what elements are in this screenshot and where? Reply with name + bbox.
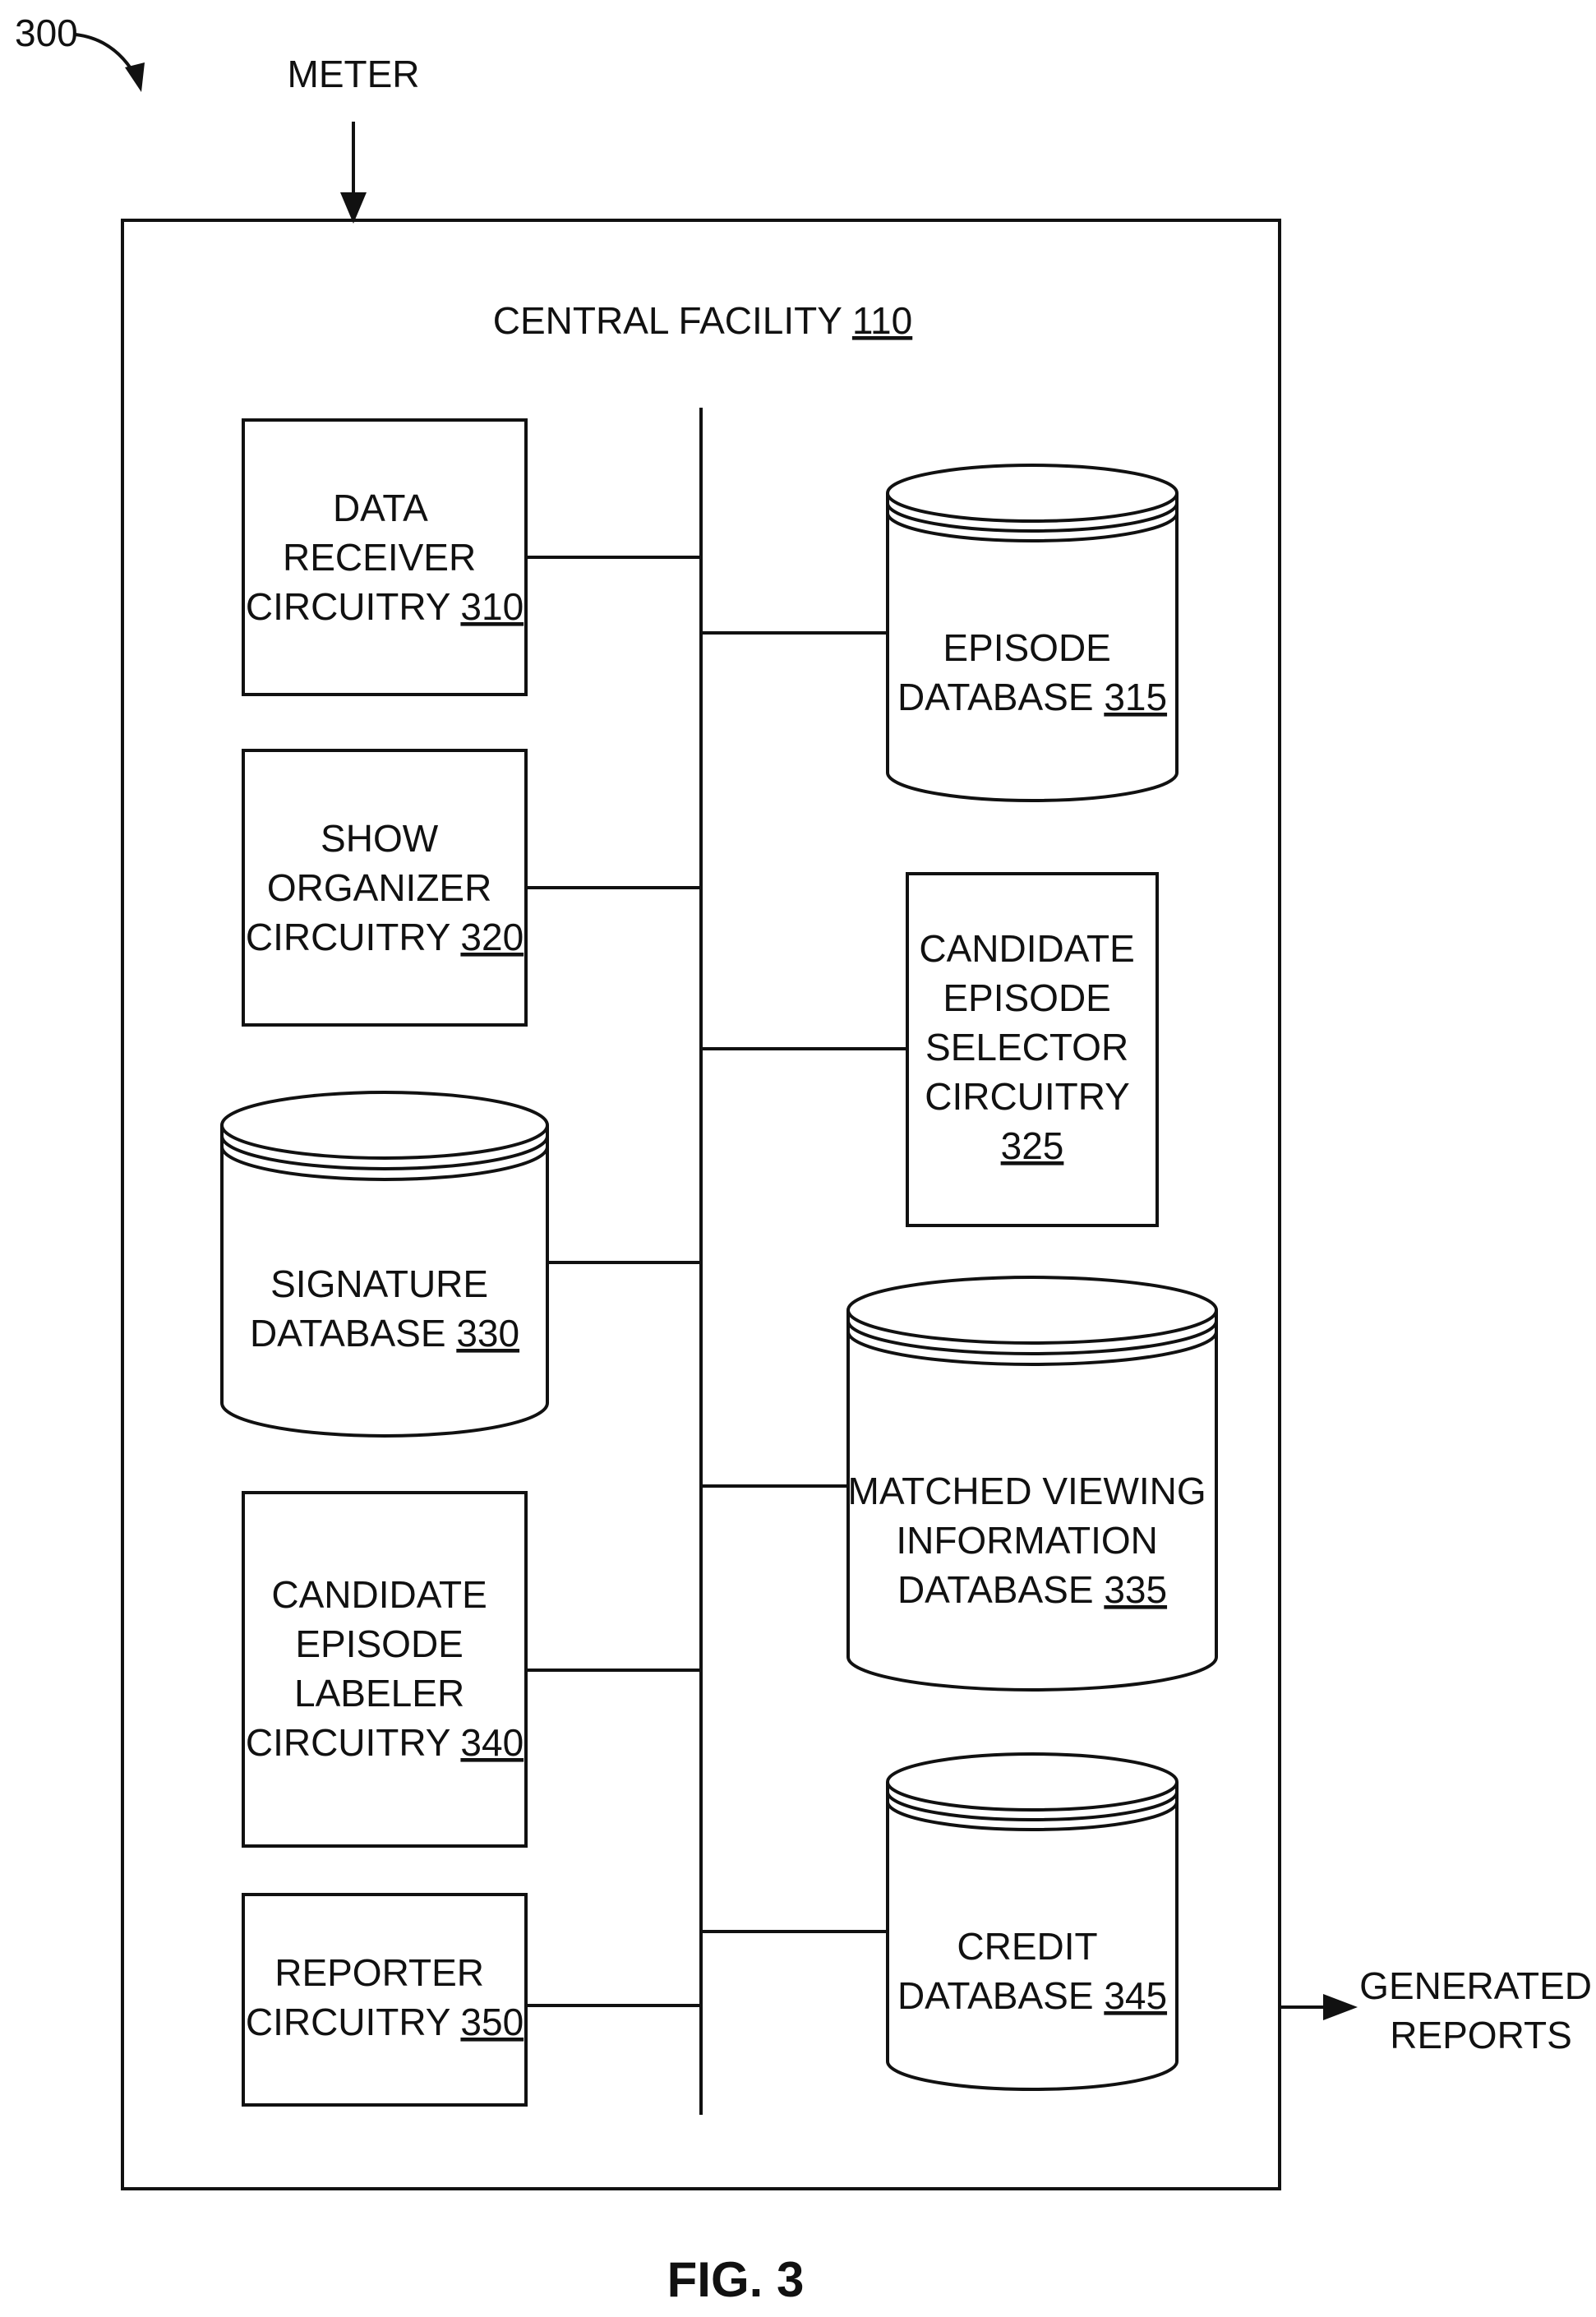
matched-viewing-database-label: MATCHED VIEWING INFORMATION DATABASE 335 [848, 1470, 1217, 1611]
candidate-labeler-box [243, 1493, 526, 1846]
central-facility-title: CENTRAL FACILITY 110 [493, 299, 912, 342]
show-organizer-label: SHOW ORGANIZER CIRCUITRY 320 [246, 817, 524, 958]
credit-database-ref: 345 [1104, 1974, 1167, 2017]
ref-arrow-curve [76, 35, 138, 81]
candidate-labeler-ref: 340 [460, 1721, 524, 1764]
episode-database-label: EPISODE DATABASE 315 [897, 626, 1167, 718]
candidate-labeler-label: CANDIDATE EPISODE LABELER CIRCUITRY 340 [246, 1573, 524, 1764]
reporter-box [243, 1895, 526, 2105]
output-arrow-head [1323, 1994, 1358, 2020]
episode-database-ref: 315 [1104, 676, 1167, 718]
figure-label: FIG. 3 [667, 2252, 805, 2307]
show-organizer-ref: 320 [460, 916, 524, 958]
credit-database-label: CREDIT DATABASE 345 [897, 1925, 1167, 2017]
signature-database-label: SIGNATURE DATABASE 330 [250, 1262, 519, 1355]
data-receiver-ref: 310 [460, 585, 524, 628]
ref-arrow-head [125, 62, 145, 92]
reporter-ref: 350 [460, 2001, 524, 2043]
meter-label: METER [288, 53, 420, 95]
data-receiver-label: DATA RECEIVER CIRCUITRY 310 [246, 487, 524, 628]
matched-viewing-database-ref: 335 [1104, 1568, 1167, 1611]
generated-reports-label: GENERATED REPORTS [1359, 1964, 1596, 2056]
credit-database-cylinder [888, 1754, 1177, 2089]
central-facility-ref: 110 [852, 299, 912, 342]
signature-database-ref: 330 [456, 1312, 519, 1355]
candidate-selector-label: CANDIDATE EPISODE SELECTOR CIRCUITRY 325 [919, 927, 1145, 1167]
reporter-label: REPORTER CIRCUITRY 350 [246, 1951, 524, 2043]
candidate-selector-ref: 325 [1001, 1124, 1064, 1167]
diagram-ref-number: 300 [15, 12, 78, 54]
